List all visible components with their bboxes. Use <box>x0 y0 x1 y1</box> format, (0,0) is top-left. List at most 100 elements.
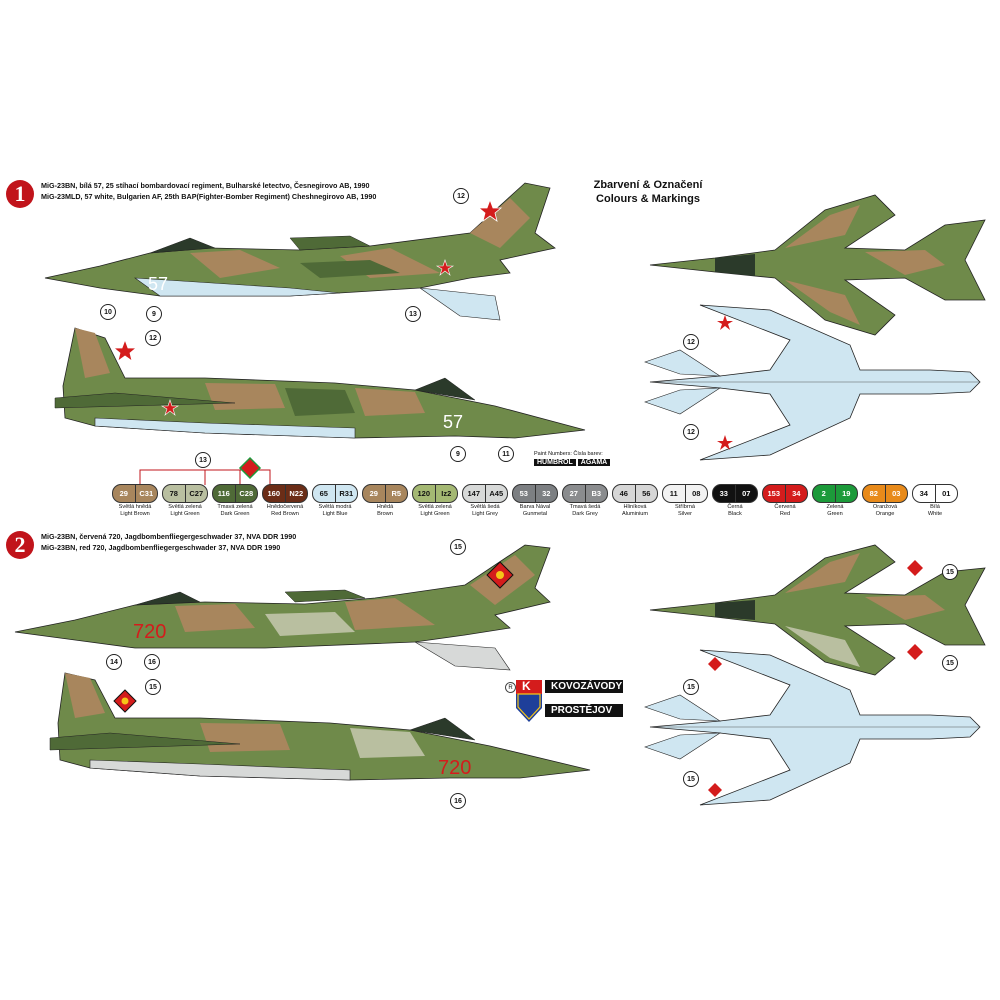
agama-number: N22 <box>284 485 308 502</box>
callout-16: 16 <box>450 793 466 809</box>
callout-15: 15 <box>942 655 958 671</box>
humbrol-label: HUMBROL <box>534 459 576 466</box>
callout-15: 15 <box>450 539 466 555</box>
humbrol-number: 153 <box>767 489 780 498</box>
kovozavody-logo: R K KOVOZÁVODY PROSTĚJOV <box>505 679 623 730</box>
humbrol-number: 27 <box>569 489 578 498</box>
scheme-2-port-profile: 720 <box>14 544 551 671</box>
ddr-flag-marking <box>907 560 923 576</box>
paint-name-en: Light Blue <box>322 511 348 517</box>
red-star-marking <box>717 315 733 330</box>
paint-name-en: Red <box>779 511 791 517</box>
agama-number: 56 <box>634 485 658 502</box>
paint-name-en: Light Brown <box>120 511 150 517</box>
scheme-2-top-view <box>649 544 986 676</box>
paint-swatch: 120 Iz2 <box>412 484 458 503</box>
heading-cz: Zbarvení & Označení <box>593 179 703 191</box>
paint-swatch: 153 34 <box>762 484 808 503</box>
callout-13: 13 <box>405 306 421 322</box>
paint-name-en: Light Green <box>420 511 450 517</box>
paint-name-cz: Světlá hnědá <box>118 504 152 510</box>
callout-9: 9 <box>450 446 466 462</box>
paint-swatch: 46 56 <box>612 484 658 503</box>
logo-line-1: KOVOZÁVODY <box>545 680 623 693</box>
humbrol-number: 53 <box>519 489 528 498</box>
paint-name-cz: Červená <box>774 504 796 510</box>
logo-k-letter: K <box>522 679 531 693</box>
agama-number: R31 <box>334 485 358 502</box>
agama-number: C27 <box>184 485 208 502</box>
humbrol-number: 116 <box>217 489 230 498</box>
humbrol-number: 147 <box>467 489 480 498</box>
humbrol-number: 46 <box>619 489 628 498</box>
paint-name-en: Aluminium <box>621 511 649 517</box>
paint-name-cz: Zelená <box>826 504 844 510</box>
tail-code-57: 57 <box>443 412 463 432</box>
humbrol-number: 82 <box>869 489 878 498</box>
paint-numbers-header: Paint Numbers: Čísla barev: HUMBROL AGAM… <box>534 451 611 466</box>
heading-en: Colours & Markings <box>596 193 700 205</box>
humbrol-number: 34 <box>919 489 928 498</box>
scheme-1-top-view <box>649 194 986 336</box>
logo-line-2: PROSTĚJOV <box>545 704 623 717</box>
humbrol-number: 120 <box>417 489 430 498</box>
agama-number: B3 <box>584 485 608 502</box>
callout-12: 12 <box>683 424 699 440</box>
scheme-1-bottom-view <box>644 304 981 461</box>
red-star-marking <box>717 435 733 450</box>
paint-name-cz: Bílá <box>930 504 940 510</box>
paint-swatch: 27 B3 <box>562 484 608 503</box>
scheme-1-starboard-profile: 57 <box>54 327 586 439</box>
humbrol-number: 29 <box>119 489 128 498</box>
callout-16: 16 <box>144 654 160 670</box>
ddr-flag-marking <box>708 657 722 671</box>
tail-code-720: 720 <box>133 621 166 643</box>
humbrol-number: 78 <box>169 489 178 498</box>
scheme-2-badge: 2 <box>6 531 34 559</box>
paint-name-en: Green <box>827 511 843 517</box>
registered-mark: R <box>505 682 516 693</box>
callout-14: 14 <box>106 654 122 670</box>
paint-name-en: Red Brown <box>271 511 299 517</box>
paint-name-en: Black <box>728 511 742 517</box>
callout-15: 15 <box>145 679 161 695</box>
callout-13: 13 <box>195 452 211 468</box>
paint-name-cz: Barva Nával <box>519 504 551 510</box>
paint-name-cz: Stříbrná <box>675 504 695 510</box>
tail-code-57: 57 <box>148 274 168 294</box>
callout-9: 9 <box>146 306 162 322</box>
agama-number: 34 <box>784 485 808 502</box>
paint-name-en: White <box>927 511 943 517</box>
tail-code-720: 720 <box>438 757 471 779</box>
ddr-flag-marking <box>708 783 722 797</box>
paint-name-en: Gunmetal <box>522 511 548 517</box>
paint-name-cz: Oranžová <box>872 504 898 510</box>
agama-number: Iz2 <box>434 485 458 502</box>
paint-name-cz: Tmavá zelená <box>217 504 253 510</box>
paint-name-cz: Hnědočervená <box>266 504 304 510</box>
paint-name-cz: Světlá zelená <box>168 504 202 510</box>
red-star-marking <box>160 399 180 416</box>
agama-number: R5 <box>384 485 408 502</box>
paint-name-en: Light Green <box>170 511 200 517</box>
scheme-1-caption-en: MiG-23MLD, 57 white, Bulgarien AF, 25th … <box>41 192 377 201</box>
agama-label: AGAMA <box>577 459 611 466</box>
callout-12: 12 <box>453 188 469 204</box>
paint-name-en: Brown <box>377 511 393 517</box>
agama-number: A45 <box>484 485 508 502</box>
